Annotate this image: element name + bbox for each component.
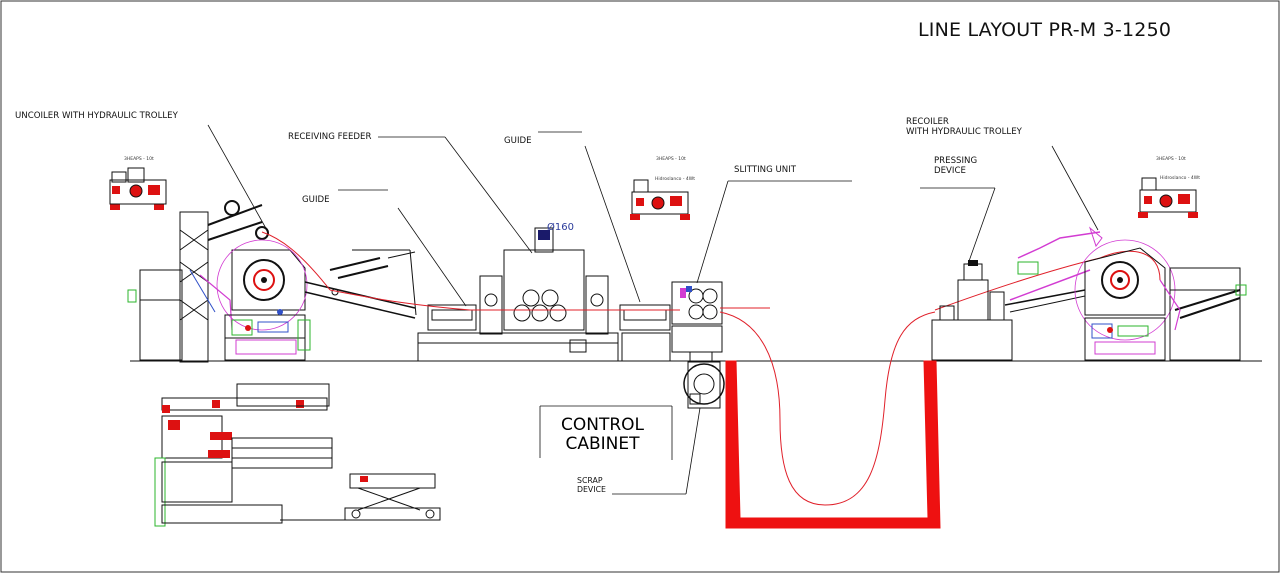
strip-path xyxy=(261,231,1161,506)
label-uncoiler: UNCOILER WITH HYDRAULIC TROLLEY xyxy=(15,111,178,121)
label-pressing-line1: PRESSING xyxy=(934,156,978,166)
uncoiler-machine xyxy=(127,200,417,363)
label-receiving-feeder: RECEIVING FEEDER xyxy=(288,132,372,142)
label-recoiler: RECOILER WITH HYDRAULIC TROLLEY xyxy=(906,117,1022,137)
slitting-unit-machine xyxy=(671,281,723,363)
receiving-feeder-machine xyxy=(417,227,619,362)
page-title: LINE LAYOUT PR-M 3-1250 xyxy=(918,19,1172,41)
hydraulic-sub-center: Hidroslanco - 4Wt xyxy=(655,177,695,182)
pressing-device-machine xyxy=(931,260,1013,361)
label-scrap-line1: SCRAP xyxy=(577,476,603,485)
label-control-line2: CABINET xyxy=(565,434,640,454)
label-scrap-device: SCRAP DEVICE xyxy=(577,476,606,494)
recoiler-machine xyxy=(1004,226,1247,361)
scrap-device-machine xyxy=(683,361,725,409)
hydraulic-tag-right: 3HEAPS - 10t xyxy=(1156,157,1186,162)
hydraulic-tag-center: 3HEAPS - 10t xyxy=(656,157,686,162)
label-diameter: Ø160 xyxy=(547,222,574,233)
label-pressing-device: PRESSING DEVICE xyxy=(934,156,977,176)
hydraulic-unit-center xyxy=(630,179,690,220)
leader-lines xyxy=(207,124,1099,495)
label-slitting-unit: SLITTING UNIT xyxy=(734,165,796,175)
label-guide-center: GUIDE xyxy=(504,136,532,146)
label-guide-left: GUIDE xyxy=(302,195,330,205)
label-control-cabinet: CONTROL CABINET xyxy=(540,416,665,454)
label-control-line1: CONTROL xyxy=(560,415,645,435)
hydraulic-tag-left: 3HEAPS - 10t xyxy=(124,157,154,162)
center-guide-machine xyxy=(619,304,671,362)
label-recoiler-line2: WITH HYDRAULIC TROLLEY xyxy=(906,127,1022,137)
hydraulic-sub-right: Hidroslanco - 4Wt xyxy=(1160,176,1200,181)
label-pressing-line2: DEVICE xyxy=(934,166,966,176)
label-recoiler-line1: RECOILER xyxy=(906,117,949,127)
loop-pit xyxy=(725,360,941,529)
label-scrap-line2: DEVICE xyxy=(577,485,606,494)
hydraulic-unit-right xyxy=(1138,177,1198,218)
hydraulic-unit-left xyxy=(109,167,167,210)
uncoiler-plan-view xyxy=(154,383,441,527)
